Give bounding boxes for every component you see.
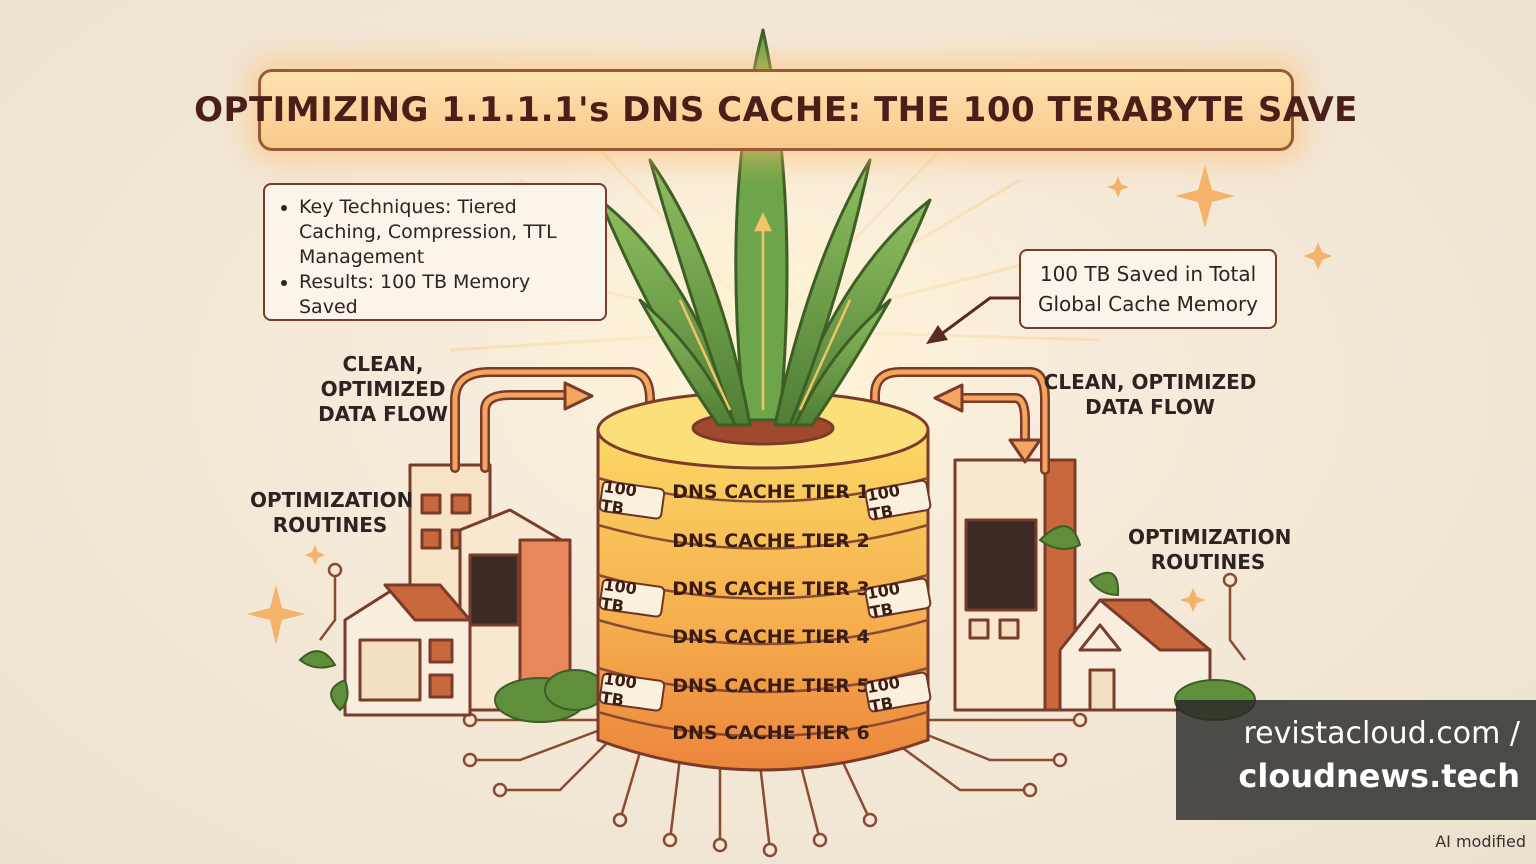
- tb-tag: 100 TB: [598, 575, 666, 619]
- left-routines-line-1: OPTIMIZATION: [250, 488, 414, 512]
- tb-tag: 100 TB: [863, 478, 933, 524]
- circuit-traces: [319, 570, 1246, 851]
- left-bushes: [298, 650, 606, 723]
- left-flow-line-1: CLEAN,: [342, 352, 424, 376]
- tb-tag: 100 TB: [598, 669, 666, 713]
- techniques-item: Key Techniques: Tiered Caching, Compress…: [299, 195, 593, 270]
- saved-line-1: 100 TB Saved in Total: [1039, 262, 1257, 286]
- saved-line-2: Global Cache Memory: [1037, 292, 1259, 316]
- flow-arrows-fill: [452, 369, 1048, 473]
- plant-leaves: [598, 28, 932, 427]
- techniques-list: Key Techniques: Tiered Caching, Compress…: [277, 195, 593, 320]
- watermark-line-1: revistacloud.com /: [1243, 716, 1521, 751]
- tier-label-1: DNS CACHE TIER 1: [672, 481, 870, 503]
- left-data-flow-label: CLEAN, OPTIMIZED DATA FLOW: [318, 352, 448, 427]
- right-routines-label: OPTIMIZATION ROUTINES: [1128, 525, 1292, 575]
- watermark: revistacloud.com / cloudnews.tech: [1176, 700, 1536, 820]
- techniques-callout: Key Techniques: Tiered Caching, Compress…: [263, 183, 607, 321]
- left-routines-line-2: ROUTINES: [272, 513, 388, 537]
- tier-label-3: DNS CACHE TIER 3: [672, 578, 870, 600]
- tb-tag: 100 TB: [863, 670, 933, 716]
- right-routines-line-2: ROUTINES: [1150, 550, 1266, 574]
- results-item: Results: 100 TB Memory Saved: [299, 270, 593, 320]
- tb-tag: 100 TB: [863, 576, 933, 622]
- left-routines-label: OPTIMIZATION ROUTINES: [250, 488, 414, 538]
- tier-label-4: DNS CACHE TIER 4: [672, 626, 870, 648]
- tier-label-5: DNS CACHE TIER 5: [672, 675, 870, 697]
- right-flow-line-1: CLEAN, OPTIMIZED: [1043, 370, 1257, 394]
- left-flow-line-2: OPTIMIZED: [320, 377, 446, 401]
- tier-label-6: DNS CACHE TIER 6: [672, 722, 870, 744]
- right-flow-line-2: DATA FLOW: [1085, 395, 1215, 419]
- title-banner: OPTIMIZING 1.1.1.1's DNS CACHE: THE 100 …: [194, 69, 1357, 151]
- leaf-veins: [678, 212, 852, 411]
- right-data-flow-label: CLEAN, OPTIMIZED DATA FLOW: [1040, 370, 1260, 420]
- tb-tag: 100 TB: [598, 477, 666, 521]
- tier-label-2: DNS CACHE TIER 2: [672, 530, 870, 552]
- saved-pointer-arrow: [939, 296, 1022, 337]
- right-routines-line-1: OPTIMIZATION: [1128, 525, 1292, 549]
- arrowheads: [563, 381, 1042, 464]
- sparkles: [247, 165, 1332, 645]
- circuit-nodes: [327, 562, 1238, 858]
- saved-callout: 100 TB Saved in Total Global Cache Memor…: [1019, 249, 1277, 329]
- ai-modified-note: AI modified: [1435, 832, 1526, 851]
- watermark-line-2: cloudnews.tech: [1238, 757, 1520, 795]
- page-title: OPTIMIZING 1.1.1.1's DNS CACHE: THE 100 …: [194, 90, 1358, 130]
- right-buildings: [953, 458, 1212, 712]
- left-flow-line-3: DATA FLOW: [318, 402, 448, 426]
